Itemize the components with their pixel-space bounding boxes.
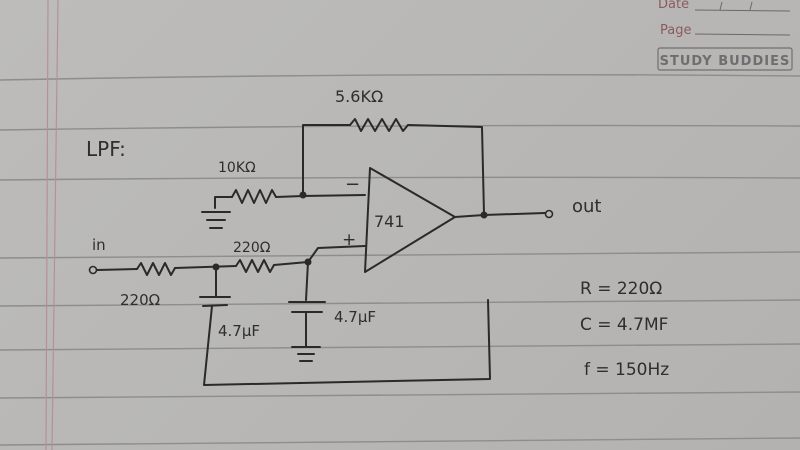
cap2-wire bbox=[305, 261, 309, 301]
input-resistor-2 bbox=[235, 259, 275, 273]
opamp-741: − + 741 out bbox=[342, 167, 601, 273]
output-terminal bbox=[544, 209, 554, 219]
rule-line bbox=[0, 299, 800, 307]
rule-line bbox=[0, 343, 800, 351]
feedback-wire bbox=[302, 124, 351, 194]
input-resistor-1 bbox=[136, 262, 176, 276]
input-resistor-1-label: 220Ω bbox=[120, 291, 160, 309]
noninverting-wire bbox=[307, 245, 366, 263]
input-network: in 220Ω 220Ω 4.7μF 4.7μF bbox=[88, 236, 491, 386]
ground-resistor bbox=[231, 189, 277, 204]
margin-line bbox=[45, 0, 49, 450]
page-header: Date Page STUDY BUDDIES bbox=[657, 0, 793, 71]
rule-line bbox=[0, 251, 800, 259]
opamp-label: 741 bbox=[374, 212, 405, 231]
diagram-title: LPF: bbox=[86, 137, 126, 161]
ground-symbol-icon bbox=[201, 211, 231, 229]
input-resistor-2-label: 220Ω bbox=[233, 240, 271, 256]
note-c-value: C = 4.7MF bbox=[580, 315, 668, 335]
feedback-path: 5.6KΩ bbox=[302, 87, 485, 215]
capacitor-2-label: 4.7μF bbox=[334, 308, 376, 326]
margin-line bbox=[51, 0, 59, 450]
feedback-wire bbox=[407, 124, 485, 215]
design-notes: R = 220Ω C = 4.7MF f = 150Hz bbox=[580, 279, 669, 380]
input-wire bbox=[96, 268, 138, 271]
opamp-triangle bbox=[364, 167, 456, 273]
output-wire bbox=[454, 212, 546, 218]
date-field bbox=[694, 1, 791, 12]
opamp-inverting-sign: − bbox=[345, 174, 360, 195]
opamp-noninverting-sign: + bbox=[342, 230, 356, 250]
input-label: in bbox=[92, 236, 106, 254]
feedback-resistor bbox=[349, 118, 409, 132]
ground-symbol-icon bbox=[291, 346, 321, 362]
rule-line bbox=[0, 391, 800, 399]
rule-line bbox=[0, 437, 800, 446]
ground-resistor-branch: 10KΩ bbox=[201, 160, 366, 229]
junction-dot bbox=[480, 211, 488, 219]
loop-wire bbox=[203, 299, 491, 386]
note-r-value: R = 220Ω bbox=[580, 279, 662, 299]
input-terminal bbox=[88, 265, 98, 275]
note-f-value: f = 150Hz bbox=[584, 360, 669, 380]
input-wire bbox=[174, 265, 237, 269]
header-rule bbox=[0, 73, 800, 81]
feedback-resistor-label: 5.6KΩ bbox=[335, 87, 383, 106]
ground-wire bbox=[214, 196, 233, 209]
rule-line bbox=[0, 176, 800, 181]
date-label: Date bbox=[658, 0, 689, 12]
output-label: out bbox=[572, 196, 601, 217]
capacitor-1 bbox=[199, 296, 231, 307]
page-label: Page bbox=[660, 23, 691, 38]
brand-box bbox=[657, 47, 793, 71]
input-wire bbox=[273, 261, 309, 266]
junction-dot bbox=[299, 191, 307, 199]
page-field bbox=[694, 33, 791, 36]
capacitor-1-label: 4.7μF bbox=[218, 322, 260, 340]
inverting-wire bbox=[275, 194, 366, 198]
brand-text: STUDY BUDDIES bbox=[660, 54, 791, 69]
ground-resistor-label: 10KΩ bbox=[218, 160, 256, 176]
